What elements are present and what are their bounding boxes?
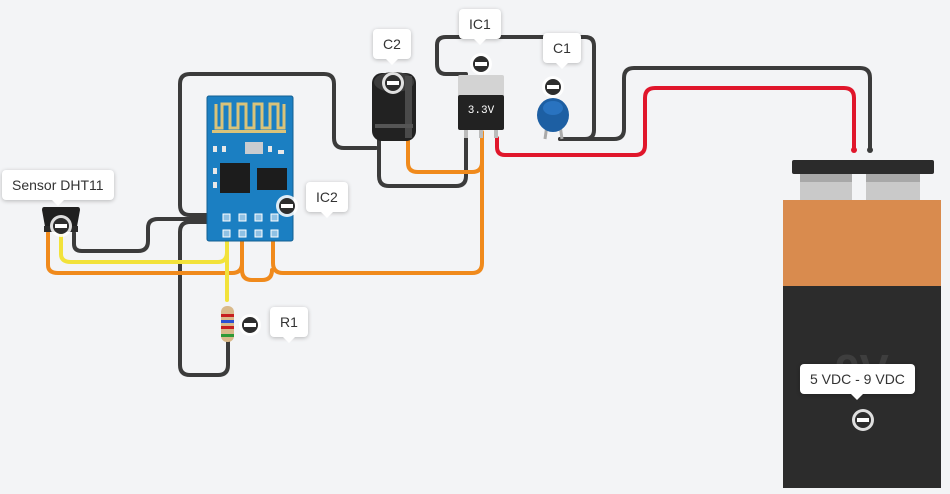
wire-orange-c2-to-ic1[interactable] — [406, 130, 484, 174]
probe-handle-c1[interactable] — [542, 76, 564, 98]
wire-orange-esp-vcc[interactable] — [240, 236, 274, 282]
probe-handle-ic2[interactable] — [276, 195, 298, 217]
wire-red-battery-to-ic1[interactable] — [495, 86, 856, 157]
wires — [46, 35, 872, 377]
probe-handle-c2[interactable] — [382, 72, 404, 94]
label-c2[interactable]: C2 — [373, 29, 411, 65]
probe-handle-ic1[interactable] — [470, 53, 492, 75]
esp-main-chip — [220, 163, 250, 193]
probe-handle-dht11[interactable] — [50, 215, 72, 237]
probe-handle-battery[interactable] — [852, 409, 874, 431]
label-ic1[interactable]: IC1 — [459, 9, 501, 45]
wire-orange-ic1-to-esp[interactable] — [271, 160, 484, 275]
label-dht11[interactable]: Sensor DHT11 — [2, 170, 114, 206]
label-r1[interactable]: R1 — [270, 307, 308, 343]
esp-header-pins — [222, 213, 279, 238]
wire-black-ic1-loop[interactable] — [435, 35, 596, 141]
wire-black-c1-to-battery[interactable] — [558, 66, 872, 152]
battery-9v[interactable]: 9V — [783, 147, 941, 488]
wire-black-r1-loop[interactable] — [178, 220, 230, 377]
wire-black-esp-to-c2[interactable] — [178, 72, 378, 217]
regulator-ic1[interactable]: 3.3V — [458, 75, 504, 138]
resistor-r1[interactable] — [221, 306, 234, 342]
probe-handle-r1[interactable] — [239, 314, 261, 336]
label-battery[interactable]: 5 VDC - 9 VDC — [800, 364, 915, 400]
esp-flash-chip — [257, 168, 287, 190]
wire-black-c2-to-ic1[interactable] — [377, 124, 468, 188]
label-c1[interactable]: C1 — [543, 33, 581, 69]
capacitor-c1[interactable] — [537, 98, 569, 140]
wire-orange-dht-vcc[interactable] — [46, 231, 244, 275]
label-ic2[interactable]: IC2 — [306, 182, 348, 218]
pcb-antenna — [214, 102, 286, 130]
wire-black-dht-to-esp[interactable] — [72, 217, 214, 253]
regulator-marking: 3.3V — [468, 105, 495, 117]
probe-handles — [50, 53, 874, 431]
esp01-module[interactable] — [206, 95, 294, 242]
